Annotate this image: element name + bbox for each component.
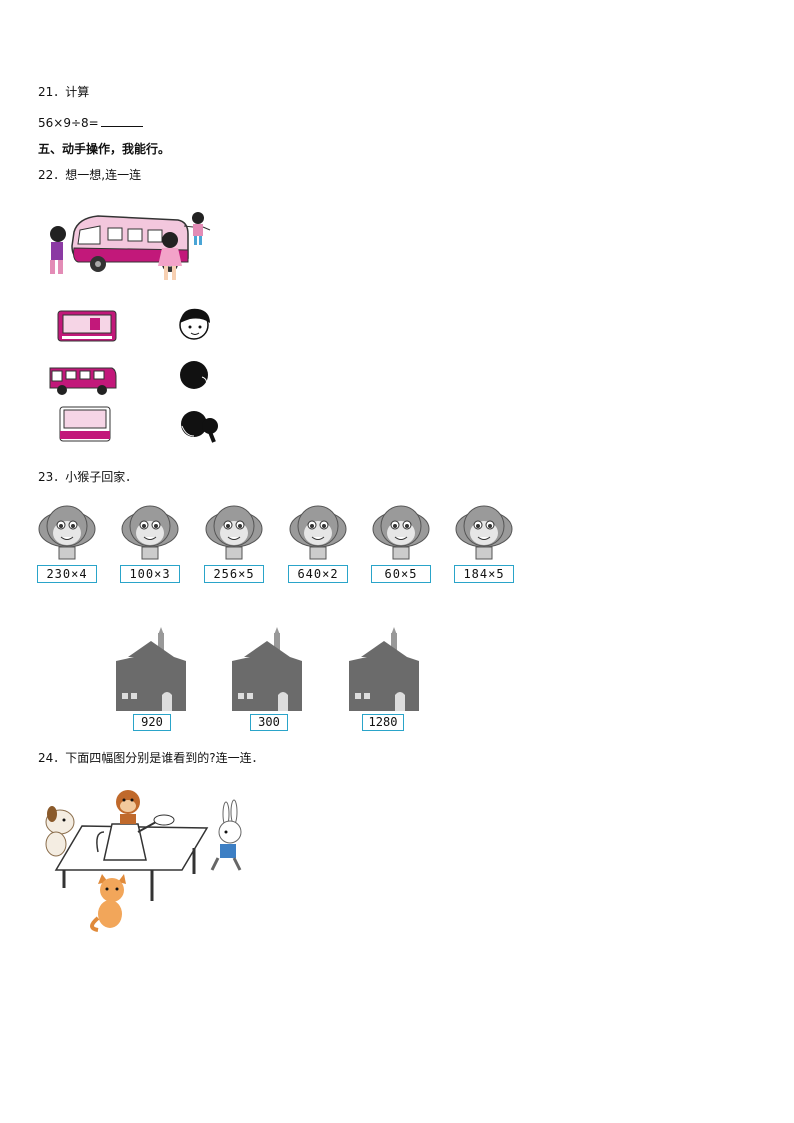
monkey-icon <box>38 505 96 560</box>
q23-title: 23．小猴子回家． <box>38 470 138 484</box>
boy-face-icon[interactable] <box>176 305 216 341</box>
expression-box[interactable]: 184×5 <box>454 565 514 583</box>
dog-icon <box>45 806 75 857</box>
monkey-icon <box>116 790 140 824</box>
q21-expression: 56×9÷8= <box>38 115 143 131</box>
house-number-box[interactable]: 300 <box>250 714 288 731</box>
q21-title: 21．计算 <box>38 85 90 99</box>
monkey-icon <box>372 505 430 560</box>
expression-box[interactable]: 60×5 <box>371 565 431 583</box>
small-kid-icon <box>183 212 211 245</box>
cat-icon <box>90 874 126 932</box>
girl-right-icon <box>158 232 182 280</box>
house-number-box[interactable]: 1280 <box>362 714 404 731</box>
bus-front-view[interactable] <box>56 309 120 345</box>
section5-title: 五、动手操作，我能行。 <box>38 142 171 156</box>
monkey-icon <box>121 505 179 560</box>
house-icon <box>232 627 302 711</box>
expression-box[interactable]: 230×4 <box>37 565 97 583</box>
house-icon <box>349 627 419 711</box>
monkey-icon <box>455 505 513 560</box>
rabbit-icon <box>210 799 242 871</box>
bus-back-view[interactable] <box>58 405 114 443</box>
monkey-icon <box>205 505 263 560</box>
q21-answer-blank[interactable] <box>100 115 143 127</box>
bus-side-view[interactable] <box>46 362 118 396</box>
boy-left-icon <box>50 226 66 274</box>
bus-scene-illustration <box>50 212 211 280</box>
boy-back-head-icon[interactable] <box>176 357 216 393</box>
expression-box[interactable]: 640×2 <box>288 565 348 583</box>
expression-box[interactable]: 100×3 <box>120 565 180 583</box>
table-scene-illustration <box>45 790 242 932</box>
monkey-icon <box>289 505 347 560</box>
q21-expr-text: 56×9÷8= <box>38 116 99 130</box>
house-number-box[interactable]: 920 <box>133 714 171 731</box>
house-icon <box>116 627 186 711</box>
q24-title: 24．下面四幅图分别是谁看到的?连一连． <box>38 751 264 765</box>
expression-box[interactable]: 256×5 <box>204 565 264 583</box>
q22-title: 22．想一想,连一连 <box>38 168 142 182</box>
girl-side-head-icon[interactable] <box>178 406 220 444</box>
